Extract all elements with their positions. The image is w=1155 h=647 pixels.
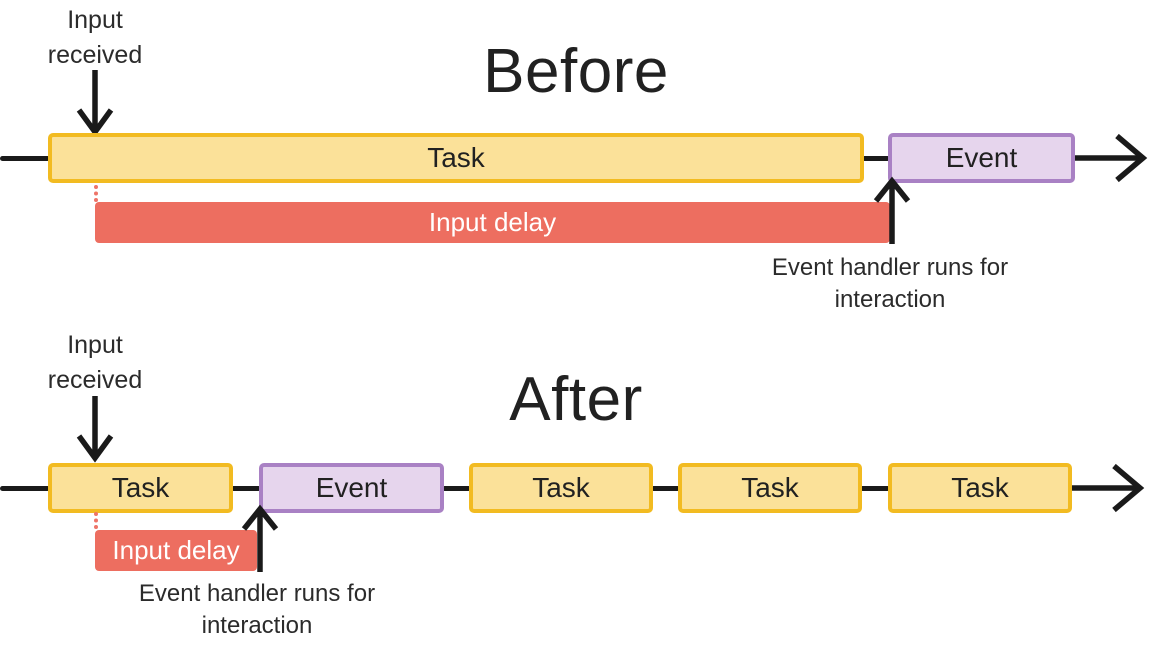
before-input-delay-label: Input delay	[428, 207, 557, 237]
before-timeline-segment	[862, 156, 890, 161]
after-timeline-segment	[0, 486, 50, 491]
after-task-label: Task	[951, 472, 1009, 503]
before-input-arrow-down-icon	[76, 70, 114, 137]
after-title: After	[509, 365, 643, 434]
after-event-handler-arrow-up-icon	[241, 504, 279, 572]
after-timeline-segment	[442, 486, 471, 491]
after-timeline-segment	[231, 486, 261, 491]
after-task-box-4: Task	[888, 463, 1072, 513]
after-timeline-arrow-right-icon	[1072, 463, 1145, 513]
after-event-handler-label: Event handler runs for interaction	[138, 580, 376, 639]
before-timeline-arrow-right-icon	[1075, 133, 1148, 183]
after-input-delay-connector-dots	[94, 512, 98, 529]
after-input-received-label: Input received	[47, 331, 143, 394]
after-timeline-segment	[651, 486, 680, 491]
after-input-delay-bar: Input delay	[95, 530, 257, 571]
after-task-box-2: Task	[469, 463, 653, 513]
before-input-received-label: Input received	[47, 6, 143, 69]
after-timeline-segment	[860, 486, 890, 491]
after-task-box-1: Task	[48, 463, 233, 513]
after-task-label: Task	[111, 472, 170, 503]
after-event-box: Event	[259, 463, 444, 513]
before-event-box: Event	[888, 133, 1075, 183]
before-event-handler-label: Event handler runs for interaction	[771, 254, 1009, 313]
after-input-arrow-down-icon	[76, 396, 114, 463]
before-event-label: Event	[945, 142, 1018, 173]
after-event-label: Event	[315, 472, 388, 503]
after-task-label: Task	[741, 472, 799, 503]
before-task-label: Task	[427, 142, 485, 173]
before-input-delay-connector-dots	[94, 185, 98, 202]
after-input-delay-label: Input delay	[112, 535, 240, 565]
before-title: Before	[483, 37, 669, 106]
before-task-bar: Task	[48, 133, 864, 183]
before-event-handler-arrow-up-icon	[873, 176, 911, 244]
before-input-delay-bar: Input delay	[95, 202, 890, 243]
after-task-label: Task	[532, 472, 590, 503]
after-task-box-3: Task	[678, 463, 862, 513]
before-timeline-segment	[0, 156, 50, 161]
